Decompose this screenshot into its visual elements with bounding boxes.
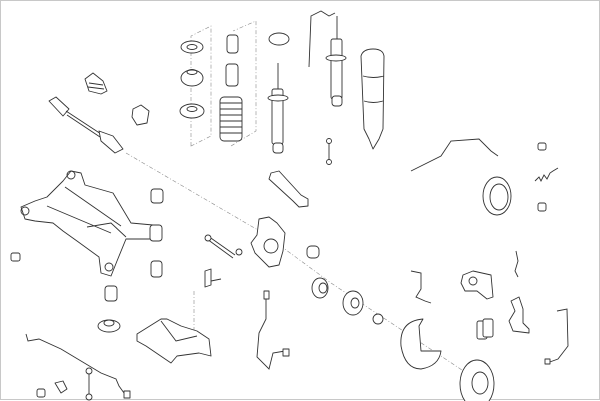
top-mount[interactable] bbox=[97, 319, 121, 333]
bushing[interactable] bbox=[150, 188, 164, 204]
stabilizer-bar[interactable] bbox=[25, 333, 131, 399]
camber-link[interactable] bbox=[204, 268, 222, 288]
handbrake-cable[interactable] bbox=[410, 138, 499, 172]
wheel-bearing[interactable] bbox=[311, 277, 329, 299]
air-spring[interactable] bbox=[360, 48, 385, 150]
trailing-arm[interactable] bbox=[136, 318, 212, 364]
anti-rattle-spring[interactable] bbox=[514, 250, 519, 278]
bump-stop-lower[interactable] bbox=[225, 63, 239, 87]
bump-stop-upper[interactable] bbox=[226, 34, 239, 54]
stabilizer-clamp[interactable] bbox=[54, 380, 68, 394]
cv-joint-boot[interactable] bbox=[84, 72, 108, 95]
rubber-mount[interactable] bbox=[306, 245, 320, 259]
brake-hose[interactable] bbox=[410, 270, 432, 304]
wheel-carrier[interactable] bbox=[250, 216, 286, 268]
bushing[interactable] bbox=[150, 260, 163, 278]
abs-sensor[interactable] bbox=[256, 290, 290, 370]
spring-seat-lower[interactable] bbox=[179, 103, 205, 119]
brake-wear-sensor[interactable] bbox=[544, 308, 569, 365]
brake-pads[interactable] bbox=[476, 318, 494, 340]
brake-disc[interactable] bbox=[459, 359, 495, 401]
adjuster[interactable] bbox=[537, 142, 547, 151]
wheel-hub[interactable] bbox=[342, 290, 364, 316]
brake-dust-shield[interactable] bbox=[400, 318, 442, 370]
shock-absorber[interactable] bbox=[267, 32, 290, 154]
end-link[interactable] bbox=[85, 367, 93, 401]
bushing[interactable] bbox=[10, 252, 21, 262]
bushing[interactable] bbox=[104, 285, 118, 302]
return-spring[interactable] bbox=[534, 167, 559, 183]
spring-seat-upper[interactable] bbox=[180, 40, 204, 54]
upper-control-arm[interactable] bbox=[268, 170, 309, 208]
coil-spring[interactable] bbox=[219, 96, 243, 142]
rubber-boot[interactable] bbox=[131, 104, 150, 126]
hold-down-pin[interactable] bbox=[537, 202, 547, 212]
parking-brake-shoes[interactable] bbox=[482, 176, 512, 216]
driveshaft[interactable] bbox=[48, 96, 124, 154]
electronic-shock-absorber[interactable] bbox=[308, 10, 347, 107]
caliper-carrier[interactable] bbox=[508, 296, 530, 334]
spring-seat-middle[interactable] bbox=[180, 69, 204, 87]
brake-caliper[interactable] bbox=[460, 270, 494, 300]
rear-subframe[interactable] bbox=[20, 170, 160, 277]
toe-link[interactable] bbox=[204, 234, 243, 259]
axle-nut[interactable] bbox=[372, 313, 384, 325]
bushing[interactable] bbox=[36, 388, 46, 398]
axle-guide-line bbox=[125, 152, 472, 377]
stabilizer-link[interactable] bbox=[326, 138, 332, 165]
bushing[interactable] bbox=[149, 224, 163, 242]
